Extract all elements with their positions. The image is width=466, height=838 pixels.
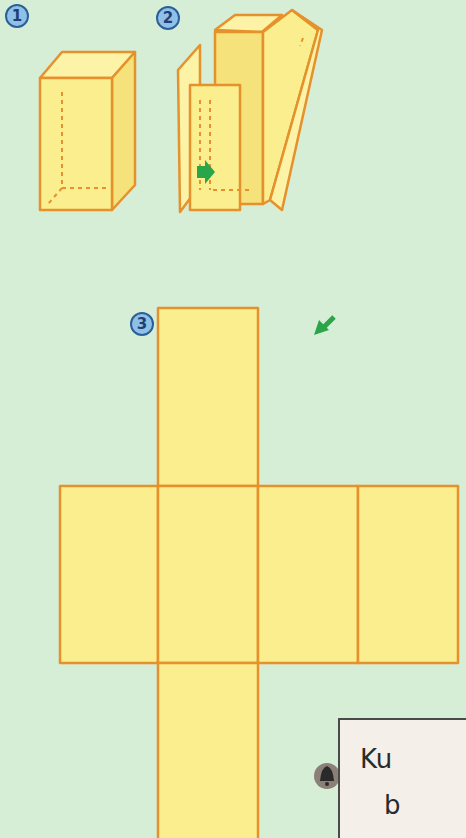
callout-circle — [6, 5, 179, 335]
callout-number: 1 — [6, 5, 28, 27]
note-text: Ku — [360, 746, 392, 772]
callout-number: 3 — [131, 313, 153, 335]
hidden-edges — [200, 38, 303, 190]
note-box: Ku b — [338, 718, 466, 838]
callout-number: 2 — [157, 7, 179, 29]
open-panel — [270, 10, 322, 210]
box-side — [112, 52, 135, 210]
note-text: b — [384, 792, 401, 818]
hidden-edges — [48, 92, 110, 204]
open-front — [190, 85, 240, 210]
step-arrow — [197, 160, 215, 184]
step-arrow — [314, 316, 333, 335]
step-arrow — [323, 317, 334, 328]
box-front — [40, 78, 112, 210]
bell-icon — [314, 763, 340, 789]
